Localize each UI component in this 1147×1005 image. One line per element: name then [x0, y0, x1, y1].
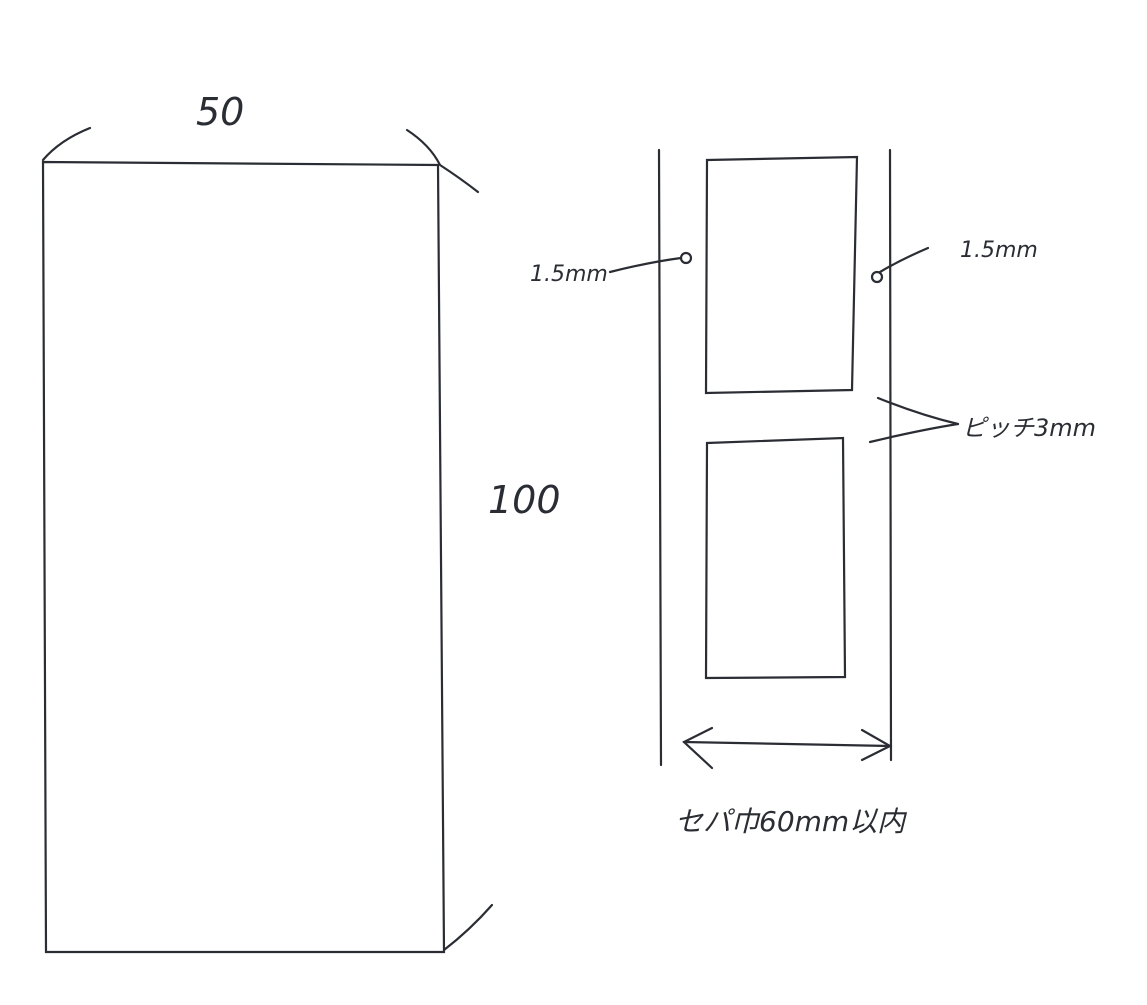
box-height-label: 100 [488, 478, 561, 522]
width-arrow [682, 726, 893, 770]
left-margin-label: 1.5mm [530, 262, 608, 287]
margin-leader-left [608, 251, 693, 274]
pitch-label: ピッチ3mm [962, 414, 1097, 442]
box-outline [41, 126, 494, 954]
pitch-leader [868, 396, 960, 444]
box-width-label: 50 [196, 90, 245, 134]
separator-width-label: セパ巾60mm以内 [675, 805, 906, 838]
right-margin-label: 1.5mm [960, 238, 1038, 263]
margin-leader-right [870, 246, 930, 284]
cell-bottom [704, 436, 847, 680]
separator-rails [657, 148, 893, 767]
cell-top [704, 155, 859, 395]
